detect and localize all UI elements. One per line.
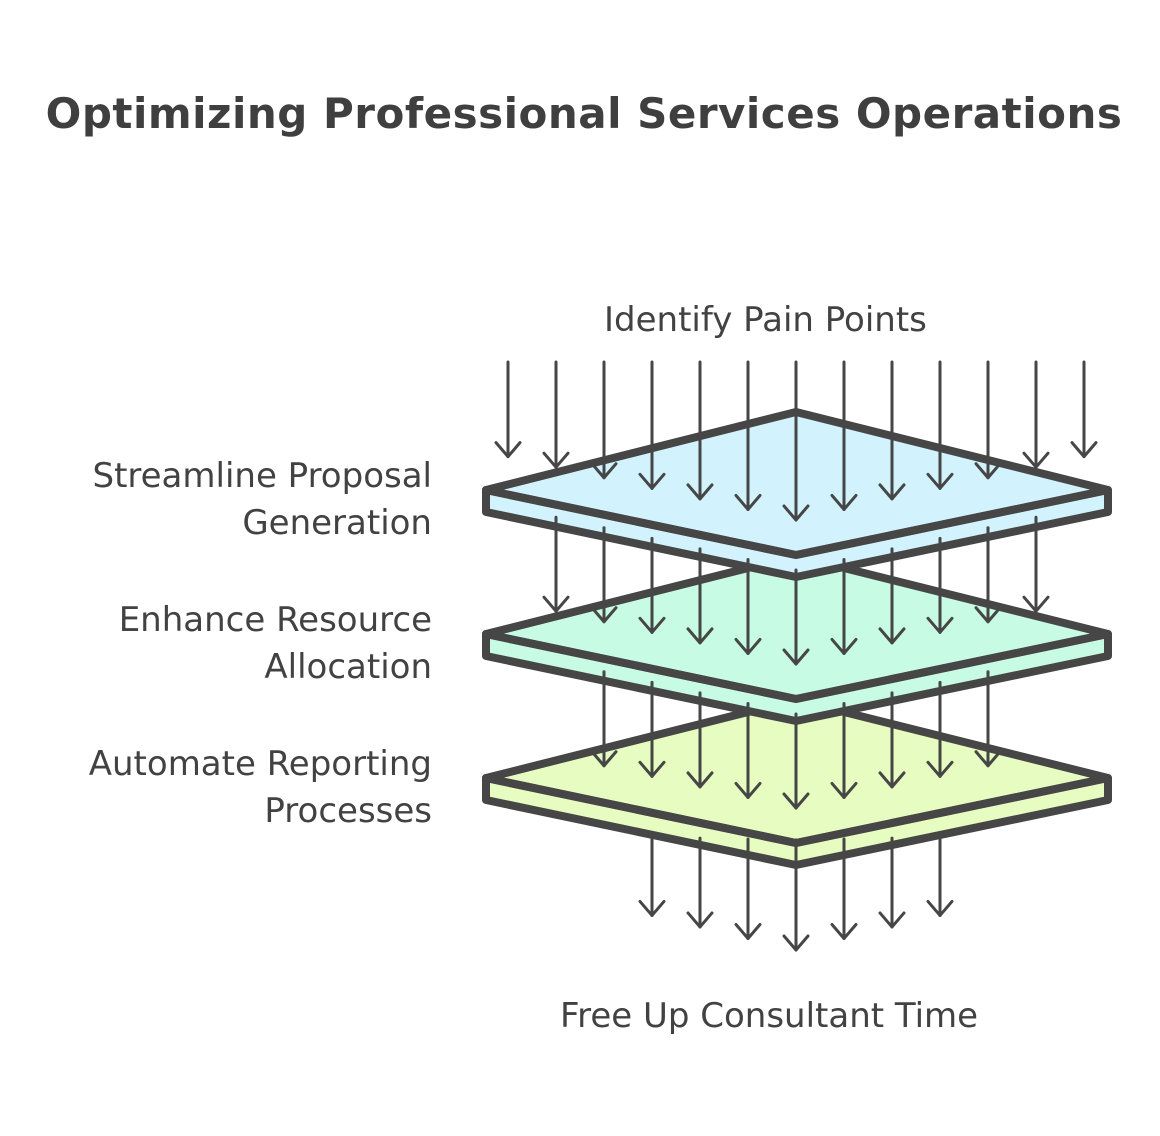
- flow-arrow-icon-head: [782, 792, 810, 810]
- output-arrow-icon-head: [782, 934, 810, 952]
- input-arrow-icon-head: [734, 493, 762, 511]
- flow-arrow-icon-head: [734, 637, 762, 655]
- input-arrow-icon-head: [782, 504, 810, 522]
- input-arrow-icon-head: [878, 483, 906, 501]
- flow-arrow-icon-head: [1022, 595, 1050, 613]
- flow-arrow-icon-head: [638, 616, 666, 634]
- flow-arrow-icon-head: [830, 781, 858, 799]
- output-label: Free Up Consultant Time: [560, 996, 979, 1036]
- input-arrow-icon-head: [830, 493, 858, 511]
- flow-arrow-icon-head: [926, 760, 954, 778]
- flow-arrow-icon-head: [878, 771, 906, 789]
- input-label: Identify Pain Points: [604, 300, 927, 340]
- flow-arrow-icon-head: [590, 606, 618, 624]
- flow-arrow-icon-head: [734, 781, 762, 799]
- output-arrow-icon-head: [638, 899, 666, 917]
- layer-label-3: Automate Reporting Processes: [88, 744, 432, 831]
- output-arrow-icon-head: [878, 911, 906, 929]
- flow-arrow-icon-head: [638, 760, 666, 778]
- input-arrow-icon-head: [926, 472, 954, 490]
- layer-label-2: Enhance Resource Allocation: [118, 600, 432, 687]
- flow-arrow-icon-head: [686, 627, 714, 645]
- flow-arrow-icon-head: [590, 750, 618, 768]
- input-arrow-icon-head: [974, 462, 1002, 480]
- flow-arrow-icon-head: [974, 606, 1002, 624]
- layer-top-1: [482, 408, 1112, 559]
- flow-arrow-icon-head: [974, 750, 1002, 768]
- input-arrow-icon-head: [1022, 451, 1050, 469]
- input-arrow-icon-head: [638, 472, 666, 490]
- layer-top-3: [482, 696, 1112, 847]
- input-arrow-icon-head: [1070, 441, 1098, 459]
- flow-arrow-icon-head: [926, 616, 954, 634]
- flow-arrow-icon-head: [878, 627, 906, 645]
- output-arrow-icon-head: [734, 922, 762, 940]
- input-arrow-icon-head: [686, 483, 714, 501]
- flow-arrow-icon-head: [782, 648, 810, 666]
- layer-label-1: Streamline Proposal Generation: [92, 456, 432, 543]
- input-arrow-icon-head: [590, 462, 618, 480]
- input-arrow-icon-head: [494, 441, 522, 459]
- input-arrow-icon-head: [542, 451, 570, 469]
- output-arrow-icon-head: [926, 899, 954, 917]
- diagram-title: Optimizing Professional Services Operati…: [45, 89, 1123, 138]
- flow-arrow-icon-head: [542, 595, 570, 613]
- output-arrow-icon-head: [686, 911, 714, 929]
- layer-top-2: [482, 552, 1112, 703]
- output-arrow-icon-head: [830, 922, 858, 940]
- flow-arrow-icon-head: [686, 771, 714, 789]
- flow-arrow-icon-head: [830, 637, 858, 655]
